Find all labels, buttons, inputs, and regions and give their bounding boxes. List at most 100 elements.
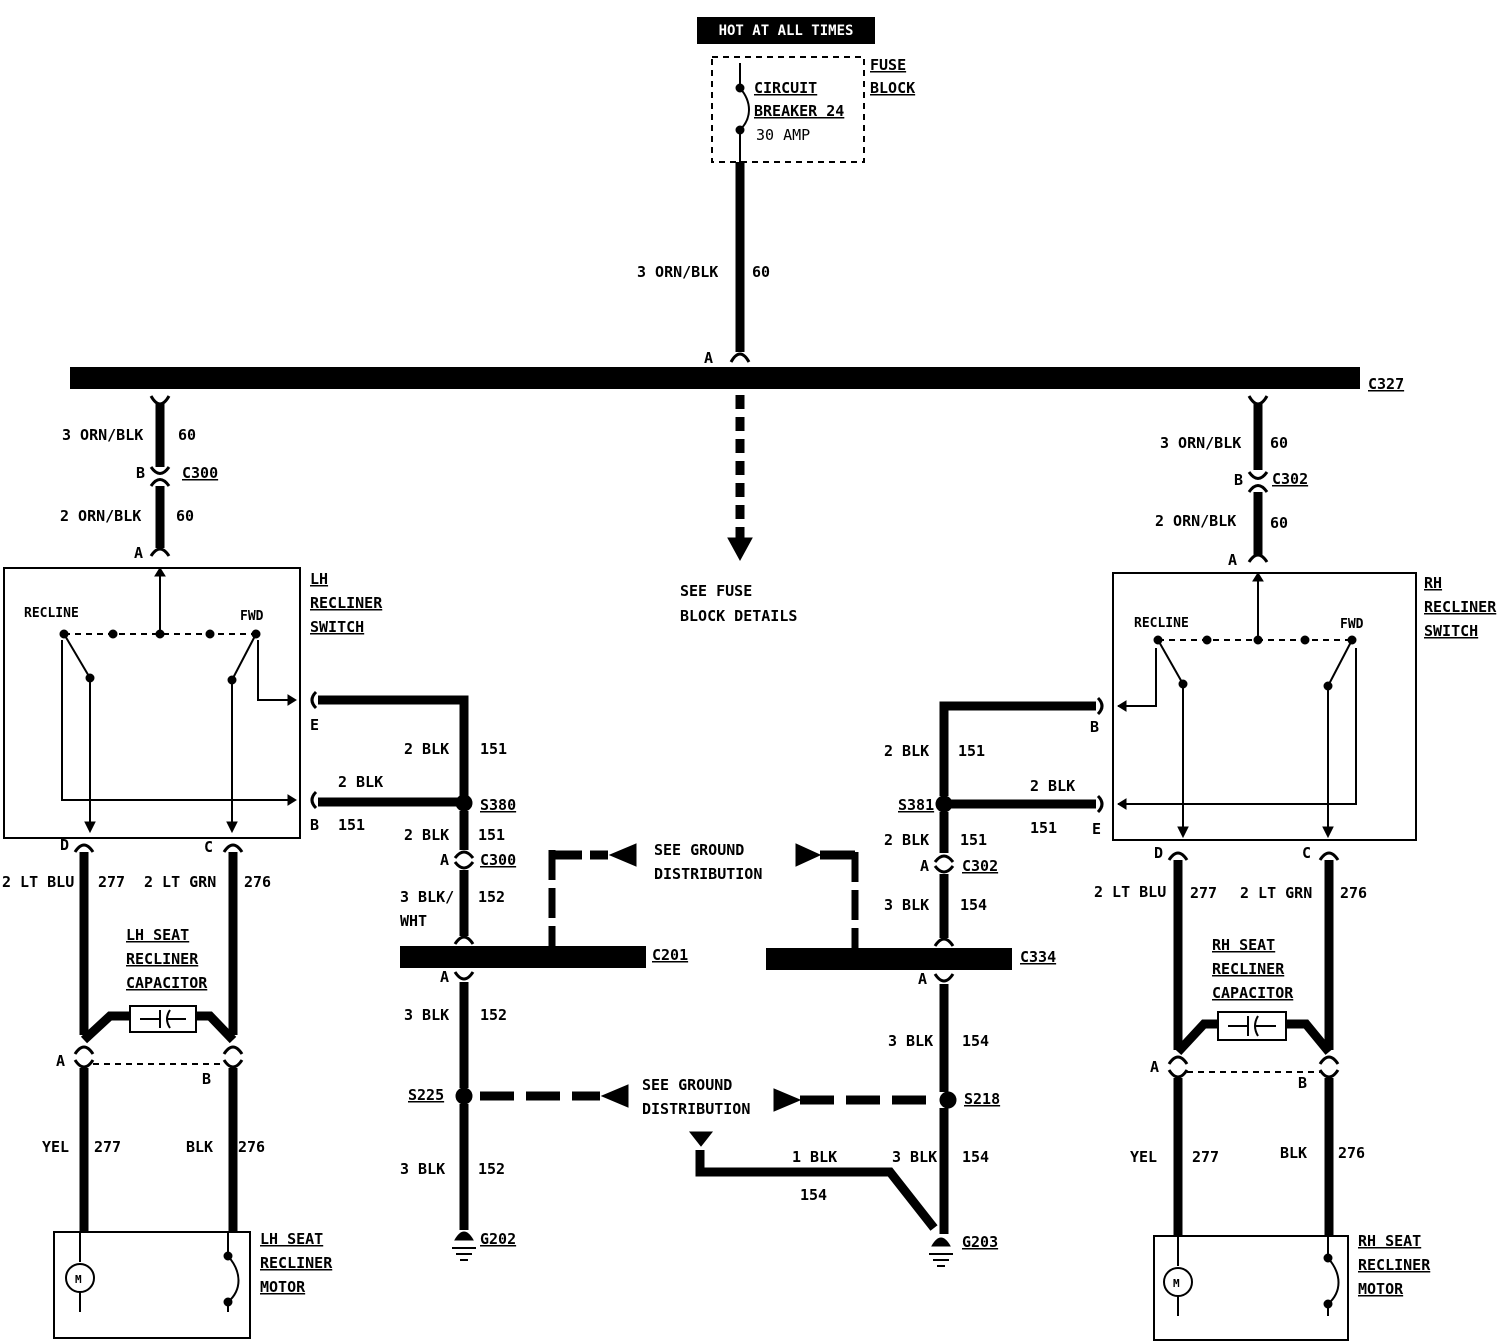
rh-recline-label: RECLINE — [1134, 616, 1189, 631]
right-w2: 2 ORN/BLK — [1155, 512, 1236, 530]
c327-bus — [70, 367, 1360, 389]
lh-cap-label-3: CAPACITOR — [126, 974, 208, 992]
lh-pinA2: A — [440, 851, 449, 869]
circuit-label: CIRCUIT — [754, 79, 817, 97]
lh-c5: 152 — [480, 1006, 507, 1024]
lh-c-b: 151 — [338, 816, 365, 834]
rh-motor-m: M — [1173, 1277, 1180, 1290]
lh-fwd-label: FWD — [240, 609, 264, 624]
right-c1: 60 — [1270, 434, 1288, 452]
g202-label: G202 — [480, 1230, 516, 1248]
lh-cd: 277 — [98, 873, 125, 891]
c334-label: C334 — [1020, 948, 1056, 966]
rh-cy: 277 — [1192, 1148, 1219, 1166]
lh-pin-b: B — [310, 816, 319, 834]
arrow-left-icon — [608, 843, 637, 867]
lh-w-b: 2 BLK — [338, 773, 383, 791]
lh-seat-recliner-motor — [53, 1231, 251, 1339]
lh-wy: YEL — [42, 1138, 69, 1156]
lh-recline-label: RECLINE — [24, 606, 79, 621]
lh-motor-m: M — [75, 1273, 82, 1286]
arrow-down-icon — [727, 537, 753, 562]
lh-motor-label-3: MOTOR — [260, 1278, 306, 1296]
feed-wire-circuit: 60 — [752, 263, 770, 281]
arrow-right-icon-2 — [773, 1088, 802, 1112]
rh-c-e: 151 — [1030, 819, 1057, 837]
c300-lower-label: C300 — [480, 851, 516, 869]
c302-lower-label: C302 — [962, 857, 998, 875]
lh-capacitor — [129, 1005, 197, 1033]
lh-wd: 2 LT BLU — [2, 873, 74, 891]
rh-cap-label-2: RECLINER — [1212, 960, 1285, 978]
ground-dist-a2: DISTRIBUTION — [654, 865, 762, 883]
rh-pin-c: C — [1302, 844, 1311, 862]
rh-motor-label-1: RH SEAT — [1358, 1232, 1421, 1250]
lh-switch-label-1: LH — [310, 570, 328, 588]
rh-wk: BLK — [1280, 1144, 1307, 1162]
feed-wire-color: 3 ORN/BLK — [637, 263, 718, 281]
lh-wk: BLK — [186, 1138, 213, 1156]
hot-label-box — [697, 17, 875, 44]
c334-bus — [766, 948, 1012, 970]
lh-w6: 3 BLK — [400, 1160, 445, 1178]
arrow-right-icon — [795, 843, 822, 867]
rh-pin-d: D — [1154, 844, 1163, 862]
rh-fwd-label: FWD — [1340, 617, 1364, 632]
rh-pinB4: B — [1298, 1074, 1307, 1092]
lh-c6: 152 — [478, 1160, 505, 1178]
rh-c5: 154 — [962, 1032, 989, 1050]
left-pinB: B — [136, 464, 145, 482]
rh-w3: 2 BLK — [884, 831, 929, 849]
rh-pinA3: A — [918, 970, 927, 988]
right-pinB: B — [1234, 471, 1243, 489]
lh-c-e: 151 — [480, 740, 507, 758]
lh-pin-c: C — [204, 838, 213, 856]
lh-switch-label-3: SWITCH — [310, 618, 364, 636]
see-fuse-2: BLOCK DETAILS — [680, 607, 797, 625]
lh-w3: 2 BLK — [404, 826, 449, 844]
rh-motor-label-3: MOTOR — [1358, 1280, 1404, 1298]
lh-pinA4: A — [56, 1052, 65, 1070]
lh-w5: 3 BLK — [404, 1006, 449, 1024]
rh-c6: 154 — [962, 1148, 989, 1166]
lh-cy: 277 — [94, 1138, 121, 1156]
ground-dist-a1: SEE GROUND — [654, 841, 744, 859]
rh-pinA2: A — [920, 857, 929, 875]
s218-label: S218 — [964, 1090, 1000, 1108]
lh-pinA3: A — [440, 968, 449, 986]
lh-cap-label-2: RECLINER — [126, 950, 199, 968]
rh-w-b: 2 BLK — [884, 742, 929, 760]
lh-wc: 2 LT GRN — [144, 873, 216, 891]
rh-wy: YEL — [1130, 1148, 1157, 1166]
left-w2: 2 ORN/BLK — [60, 507, 141, 525]
see-fuse-1: SEE FUSE — [680, 582, 752, 600]
rh-switch-label-2: RECLINER — [1424, 598, 1497, 616]
s381-label: S381 — [898, 796, 934, 814]
s225-label: S225 — [408, 1086, 444, 1104]
lh-motor-label-1: LH SEAT — [260, 1230, 323, 1248]
left-pinA: A — [134, 544, 143, 562]
lh-c4: 152 — [478, 888, 505, 906]
right-pinA: A — [1228, 551, 1237, 569]
rh-pinA4: A — [1150, 1058, 1159, 1076]
left-c2: 60 — [176, 507, 194, 525]
breaker-label: BREAKER 24 — [754, 102, 844, 120]
c327-label: C327 — [1368, 375, 1404, 393]
left-c300-top: C300 — [182, 464, 218, 482]
rh-c-b: 151 — [958, 742, 985, 760]
rh-motor-label-2: RECLINER — [1358, 1256, 1431, 1274]
lh-pin-d: D — [60, 836, 69, 854]
fuse-block-outline — [711, 56, 865, 163]
rh-w7: 1 BLK — [792, 1148, 837, 1166]
lh-pin-e: E — [310, 716, 319, 734]
rh-w5: 3 BLK — [888, 1032, 933, 1050]
right-w1: 3 ORN/BLK — [1160, 434, 1241, 452]
rh-cd: 277 — [1190, 884, 1217, 902]
lh-w-e: 2 BLK — [404, 740, 449, 758]
rh-pin-e: E — [1092, 820, 1101, 838]
c201-label: C201 — [652, 946, 688, 964]
lh-cap-label-1: LH SEAT — [126, 926, 189, 944]
left-w1: 3 ORN/BLK — [62, 426, 143, 444]
right-c2: 60 — [1270, 514, 1288, 532]
